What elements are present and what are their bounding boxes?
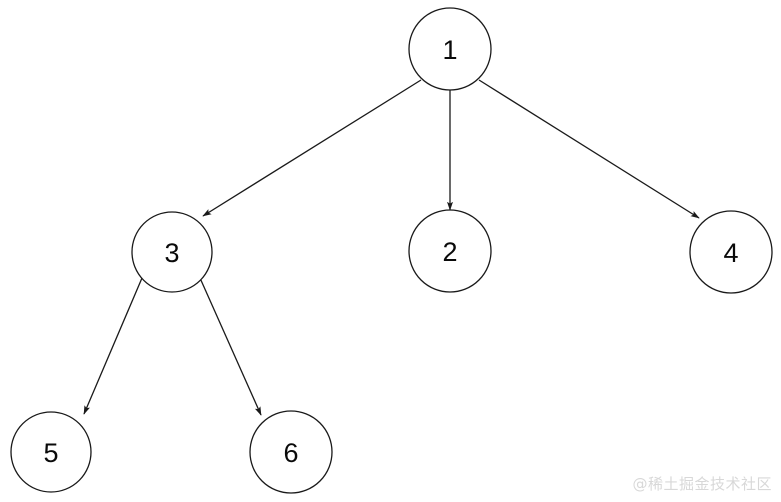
tree-node-4[interactable]: 4 bbox=[689, 210, 773, 294]
node-group: 1 3 2 4 5 6 bbox=[10, 7, 773, 494]
node-circle[interactable] bbox=[249, 410, 333, 494]
node-label: 6 bbox=[283, 438, 298, 468]
tree-node-2[interactable]: 2 bbox=[408, 209, 492, 293]
node-label: 5 bbox=[43, 438, 58, 468]
node-label: 4 bbox=[723, 238, 738, 268]
tree-node-5[interactable]: 5 bbox=[10, 411, 92, 493]
node-circle[interactable] bbox=[131, 211, 213, 293]
node-circle[interactable] bbox=[408, 7, 492, 91]
edge-3-to-6 bbox=[199, 277, 262, 416]
node-label: 2 bbox=[442, 237, 457, 267]
node-circle[interactable] bbox=[689, 210, 773, 294]
node-label: 1 bbox=[442, 35, 457, 65]
edge-group bbox=[83, 79, 700, 416]
node-label: 3 bbox=[164, 238, 179, 268]
tree-node-1[interactable]: 1 bbox=[408, 7, 492, 91]
edge-1-to-3 bbox=[202, 79, 422, 217]
edge-1-to-4 bbox=[478, 79, 700, 219]
tree-node-3[interactable]: 3 bbox=[131, 211, 213, 293]
node-circle[interactable] bbox=[408, 209, 492, 293]
edge-3-to-5 bbox=[83, 277, 143, 415]
watermark: @稀土掘金技术社区 bbox=[632, 475, 772, 493]
node-circle[interactable] bbox=[10, 411, 92, 493]
tree-node-6[interactable]: 6 bbox=[249, 410, 333, 494]
